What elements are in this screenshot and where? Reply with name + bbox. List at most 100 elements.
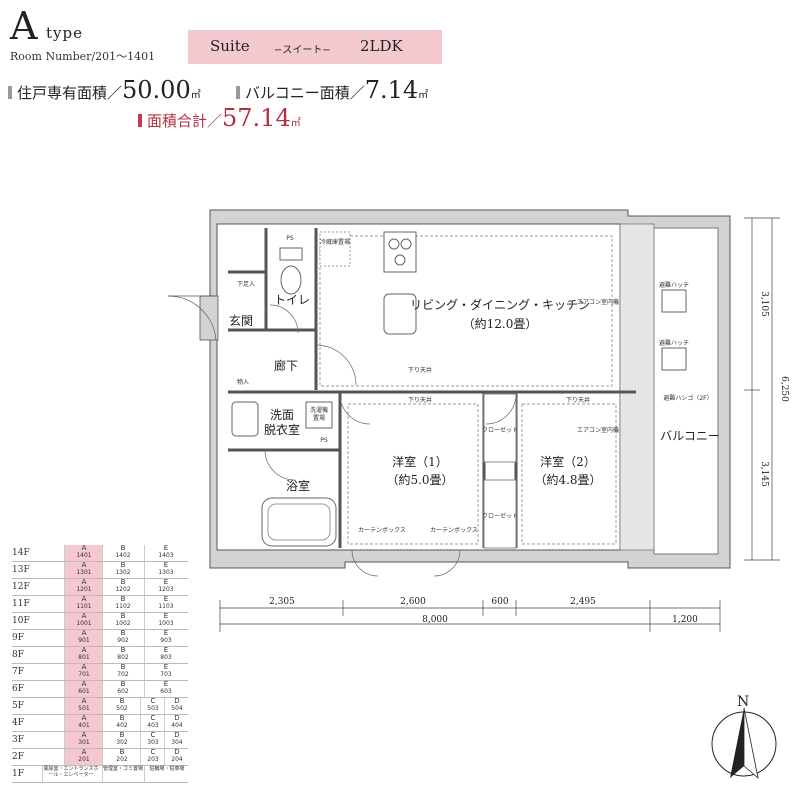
floor-cell-type: E [163, 646, 169, 654]
sink [383, 293, 417, 335]
western2-name: 洋室（2） [540, 454, 596, 469]
floor-divider [12, 578, 188, 579]
floor-cell-room: 504 [171, 705, 183, 712]
floor-label: 10F [12, 616, 30, 626]
dim-v2: 3,145 [759, 461, 769, 487]
suite-label: Suite [210, 37, 250, 55]
balcony-area: バルコニー面積／7.14㎡ [236, 76, 428, 104]
floor-label: 6F [12, 684, 24, 694]
floor-divider [12, 561, 188, 562]
floor-cell-type: A [81, 680, 87, 688]
interior [216, 223, 621, 551]
floor-cell-room: 803 [160, 654, 172, 661]
floor-cell-type: B [120, 612, 126, 620]
floor-cell-room: 1101 [76, 603, 92, 610]
floor-cell-room: 203 [147, 756, 159, 763]
dim-2: 2,600 [400, 597, 426, 607]
total-area-label: 面積合計／ [147, 112, 223, 130]
floor-label: 2F [12, 752, 24, 762]
washer-space [305, 401, 333, 429]
hatch-label-1: 避難ハッチ [659, 281, 689, 289]
floor-cell-room: 601 [78, 688, 90, 695]
floor-cell-room: 1301 [76, 569, 92, 576]
aircon-label-2: エアコン室内機 [577, 426, 619, 434]
floor-cell-room: 901 [78, 637, 90, 644]
floor-label: 11F [12, 599, 30, 609]
wash-label-1: 洗面 [270, 408, 294, 422]
floor-label: 1F [12, 769, 24, 779]
western1-name: 洋室（1） [392, 454, 448, 469]
ladder-label: 避難ハシゴ（2F） [663, 394, 712, 402]
dim-vtotal: 6,250 [779, 376, 789, 402]
stove [383, 231, 417, 273]
private-area: 住戸専有面積／50.00㎡ [8, 76, 201, 104]
floor-cell-room: 903 [160, 637, 172, 644]
toilet-label: トイレ [274, 293, 310, 307]
floor-cell-type: A [81, 663, 87, 671]
western2-size: （約4.8畳） [534, 472, 601, 487]
floor-cell-type: E [163, 561, 169, 569]
storage-label: 物入 [237, 378, 249, 386]
floor-divider [12, 663, 188, 664]
suite-badge: Suite −スイート− 2LDK [188, 30, 442, 64]
floor-cell-room: 1003 [158, 620, 174, 627]
shoebox-label: 下足入 [237, 281, 255, 288]
ceiling-label-2: 下り天井 [408, 396, 432, 404]
toilet-fixture [280, 265, 302, 295]
floor-cell-room: 502 [116, 705, 128, 712]
floor-cell-type: B [119, 714, 125, 722]
floor-cell-room: 403 [147, 722, 159, 729]
floor-cell-room: 603 [160, 688, 172, 695]
washer-label-1: 洗濯機 [310, 406, 328, 414]
floor-cell-room: 301 [78, 739, 90, 746]
floor-divider [12, 646, 188, 647]
floor-cell-type: A [81, 714, 87, 722]
floor-divider [12, 765, 188, 766]
floor-label: 5F [12, 701, 24, 711]
floor-divider [12, 595, 188, 596]
floor-cell-room: 703 [160, 671, 172, 678]
floor-cell-type: D [174, 714, 180, 722]
floor-cell-type: B [119, 748, 125, 756]
floor-cell-room: 501 [78, 705, 90, 712]
ps-label-2: PS [320, 437, 328, 444]
private-area-value: 50.00 [122, 76, 191, 104]
floor-cell-room: 902 [117, 637, 129, 644]
floor-cell-room: 1002 [115, 620, 131, 627]
western1-size: （約5.0畳） [386, 472, 453, 487]
floor-divider [12, 680, 188, 681]
floor-cell-type: C [150, 748, 156, 756]
floor-cell-room: 404 [171, 722, 183, 729]
dimension-lines [219, 217, 780, 632]
floor-cell-type: 管理室・ゴミ置場 [103, 766, 144, 772]
wash-label-2: 脱衣室 [264, 422, 300, 437]
floor-label: 12F [12, 582, 30, 592]
floor-cell-type: A [81, 646, 87, 654]
balcony-area-label: バルコニー面積／ [245, 84, 365, 102]
floor-cell-room: 1302 [115, 569, 131, 576]
floor-cell: 風除室・エントランスホール・エレベーター [42, 766, 99, 782]
floor-divider [12, 748, 188, 749]
floor-label: 4F [12, 718, 24, 728]
floor-cell-room: 201 [78, 756, 90, 763]
washbasin [231, 401, 259, 437]
washer-label-2: 置場 [313, 414, 325, 422]
floor-cell-room: 701 [78, 671, 90, 678]
